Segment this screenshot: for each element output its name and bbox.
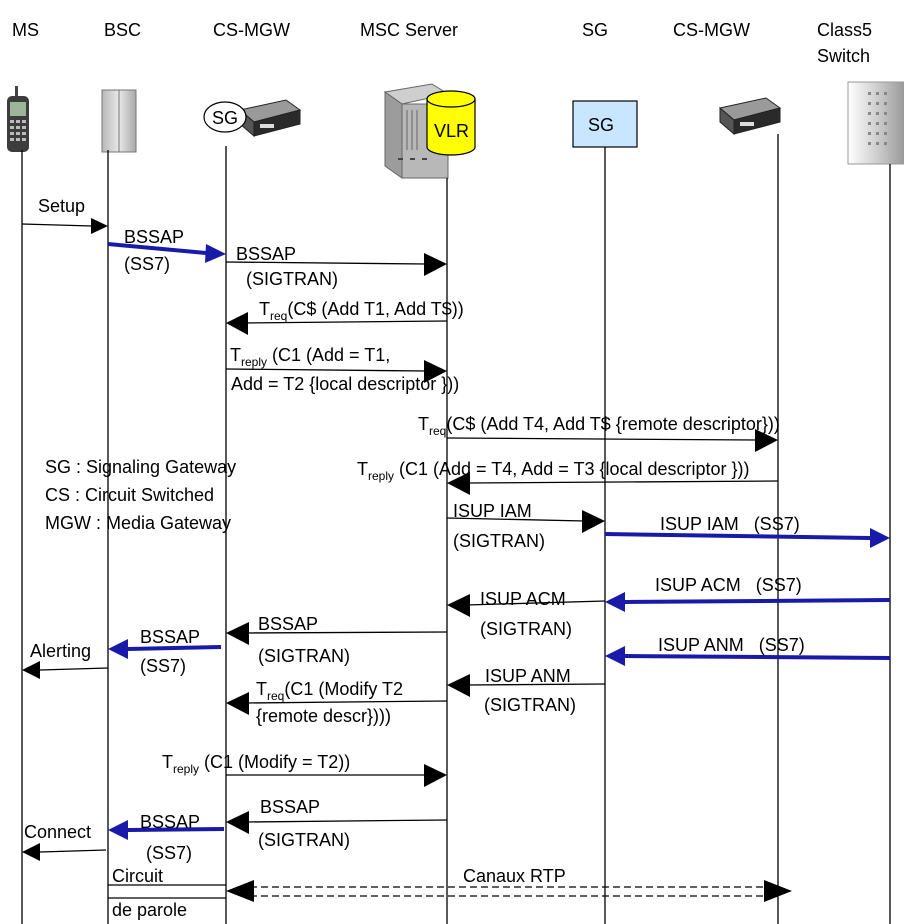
- sg-badge-label: SG: [212, 108, 238, 128]
- treq2-text: (C$ (Add T4, Add T$ {remote descriptor})…: [446, 414, 780, 434]
- message-isup-anm-ss7: ISUP ANM (SS7): [605, 635, 891, 666]
- treq3-text: (C1 (Modify T2: [284, 679, 403, 699]
- svg-text:Treq(C$ (Add T4, Add T$ {remot: Treq(C$ (Add T4, Add T$ {remote descript…: [418, 414, 780, 438]
- vlr-database-icon: VLR: [426, 90, 476, 156]
- treply3-t: T: [162, 752, 173, 772]
- bssap6-label: BSSAP: [140, 812, 200, 832]
- message-bssap-ss7-1: BSSAP (SS7): [107, 227, 226, 274]
- bssap3-sub: (SIGTRAN): [258, 646, 350, 666]
- treq3-sub: req: [267, 689, 284, 703]
- message-bssap-sigtran-2: BSSAP (SIGTRAN): [226, 614, 448, 666]
- legend-mgw: MGW : Media Gateway: [45, 513, 231, 533]
- message-treq-modify-t2: Treq(C1 (Modify T2 {remote descr}))): [226, 679, 448, 726]
- message-treply-add-t4: Treply (C1 (Add = T4, Add = T3 {local de…: [357, 459, 779, 495]
- treply1-t: T: [230, 345, 241, 365]
- entity-label-bsc: BSC: [104, 20, 141, 40]
- svg-text:Treply (C1 (Modify = T2)): Treply (C1 (Modify = T2)): [162, 752, 350, 776]
- treq2-t: T: [418, 414, 429, 434]
- iam1-sub: (SIGTRAN): [453, 531, 545, 551]
- bssap4-label: BSSAP: [140, 627, 200, 647]
- bssap5-sub: (SIGTRAN): [258, 830, 350, 850]
- message-bssap-ss7-2: BSSAP (SS7): [108, 627, 222, 676]
- media-gateway-icon-1: SG: [203, 99, 302, 138]
- treply2-t: T: [357, 459, 368, 479]
- entity-label-csmgw2: CS-MGW: [673, 20, 750, 40]
- treq1-t: T: [259, 299, 270, 319]
- bssap3-label: BSSAP: [258, 614, 318, 634]
- acm1-sub: (SIGTRAN): [480, 619, 572, 639]
- entity-label-sg: SG: [582, 20, 608, 40]
- message-treq-add-t1: Treq(C$ (Add T1, Add T$)): [226, 299, 464, 335]
- anm1-sub: (SIGTRAN): [484, 695, 576, 715]
- message-treply-modify-t2: Treply (C1 (Modify = T2)): [162, 752, 447, 787]
- svg-text:Treq(C1 (Modify T2: Treq(C1 (Modify T2: [256, 679, 403, 703]
- message-bssap-sigtran-1: BSSAP (SIGTRAN): [225, 244, 447, 289]
- acm2-label: ISUP ACM (SS7): [655, 575, 802, 595]
- entity-label-switch: Switch: [817, 46, 870, 66]
- message-treply-add-t1: Treply (C1 (Add = T1, Add = T2 {local de…: [225, 345, 459, 394]
- anm2-label: ISUP ANM (SS7): [658, 635, 805, 655]
- message-connect: Connect: [22, 822, 107, 861]
- alerting-label: Alerting: [30, 641, 91, 661]
- iam1-label: ISUP IAM: [453, 501, 532, 521]
- treq3-t: T: [256, 679, 267, 699]
- bsc-cabinet-icon: [101, 89, 137, 153]
- treq2-sub: req: [429, 424, 446, 438]
- rtp-label: Canaux RTP: [463, 866, 566, 886]
- media-gateway-icon-2: [718, 97, 782, 136]
- entity-label-msc: MSC Server: [360, 20, 458, 40]
- lifelines: [21, 134, 891, 924]
- bssap5-label: BSSAP: [260, 797, 320, 817]
- message-isup-acm-sigtran: ISUP ACM (SIGTRAN): [447, 589, 606, 639]
- treply3-sub: reply: [173, 762, 199, 776]
- message-isup-iam-ss7: ISUP IAM (SS7): [604, 514, 890, 548]
- message-bssap-ss7-1-sub: (SS7): [124, 254, 170, 274]
- treq3-line2: {remote descr}))): [256, 706, 391, 726]
- message-setup: Setup: [21, 196, 108, 234]
- legend-cs: CS : Circuit Switched: [45, 485, 214, 505]
- message-bssap-ss7-3: BSSAP (SS7): [108, 812, 225, 863]
- message-bssap-ss7-1-label: BSSAP: [124, 227, 184, 247]
- message-isup-iam-sigtran: ISUP IAM (SIGTRAN): [446, 501, 605, 551]
- svg-text:Treq(C$ (Add T1, Add T$)): Treq(C$ (Add T1, Add T$)): [259, 299, 464, 323]
- message-alerting: Alerting: [22, 641, 109, 679]
- treply1-line2: Add = T2 {local descriptor })): [231, 374, 459, 394]
- treq1-sub: req: [270, 309, 287, 323]
- circuit-label-2: de parole: [112, 900, 187, 920]
- message-bssap-sigtran-3: BSSAP (SIGTRAN): [226, 797, 448, 850]
- anm1-label: ISUP ANM: [485, 666, 571, 686]
- message-setup-label: Setup: [38, 196, 85, 216]
- entity-label-class5: Class5: [817, 20, 872, 40]
- treply1-sub: reply: [241, 355, 267, 369]
- entity-label-csmgw1: CS-MGW: [213, 20, 290, 40]
- message-isup-anm-sigtran: ISUP ANM (SIGTRAN): [447, 666, 606, 715]
- treq1-text: (C$ (Add T1, Add T$)): [287, 299, 463, 319]
- acm1-label: ISUP ACM: [480, 589, 566, 609]
- mobile-phone-icon: [7, 86, 29, 152]
- message-isup-acm-ss7: ISUP ACM (SS7): [605, 575, 891, 612]
- svg-text:Treply (C1 (Add = T1,: Treply (C1 (Add = T1,: [230, 345, 390, 369]
- treply1-text: (C1 (Add = T1,: [267, 345, 390, 365]
- vlr-label: VLR: [434, 121, 469, 141]
- treply3-text: (C1 (Modify = T2)): [199, 752, 350, 772]
- signaling-gateway-box: SG: [572, 100, 638, 148]
- iam2-label: ISUP IAM (SS7): [660, 514, 800, 534]
- message-bssap-sigtran-1-sub: (SIGTRAN): [246, 269, 338, 289]
- message-treq-add-t4: Treq(C$ (Add T4, Add T$ {remote descript…: [418, 414, 780, 452]
- entity-label-ms: MS: [12, 20, 39, 40]
- circuit-label-1: Circuit: [112, 866, 163, 886]
- connect-label: Connect: [24, 822, 91, 842]
- rtp-channels: Canaux RTP: [226, 866, 792, 902]
- treply2-sub: reply: [368, 469, 394, 483]
- bssap4-sub: (SS7): [140, 656, 186, 676]
- sg-box-label: SG: [588, 115, 614, 135]
- class5-switch-building-icon: [847, 81, 904, 165]
- treply2-text: (C1 (Add = T4, Add = T3 {local descripto…: [394, 459, 750, 479]
- circuit-de-parole: Circuit de parole: [108, 866, 226, 920]
- message-bssap-sigtran-1-label: BSSAP: [236, 244, 296, 264]
- svg-text:Treply (C1 (Add = T4, Add = T3: Treply (C1 (Add = T4, Add = T3 {local de…: [357, 459, 750, 483]
- bssap6-sub: (SS7): [146, 843, 192, 863]
- legend-sg: SG : Signaling Gateway: [45, 457, 236, 477]
